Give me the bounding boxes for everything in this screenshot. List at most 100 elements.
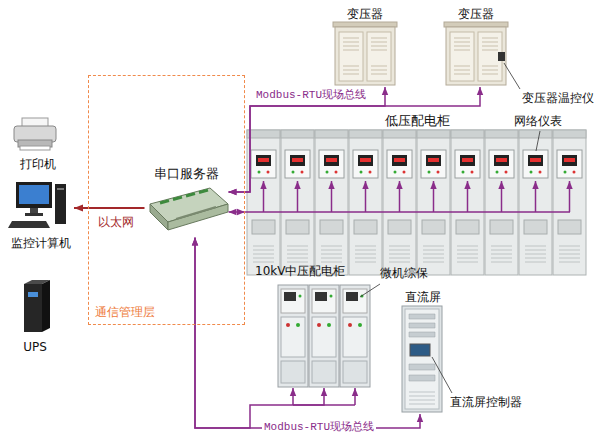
callout-holder: 网络仪表: [514, 114, 562, 128]
cabinet-vents: [409, 392, 435, 404]
meter-wire: [535, 181, 537, 212]
node-label: 直流屏: [405, 290, 441, 304]
node-label: 通信管理层: [95, 305, 155, 319]
keyboard: [8, 221, 50, 228]
cabinet-wire: [292, 388, 294, 405]
device-node: 监控计算机: [8, 178, 74, 252]
medium-voltage-cabinet: [309, 285, 339, 387]
bus-connector: [229, 87, 481, 192]
breaker-rows: [409, 364, 435, 381]
dc-screen-cabinet: [402, 306, 442, 412]
computer-icon: [8, 182, 66, 228]
node-label: 变压器: [458, 7, 494, 21]
leader-line: [360, 284, 380, 297]
cabinet-group-node: 10kV中压配电柜: [252, 264, 376, 388]
meter-bus: [245, 181, 570, 212]
callout-holder: 微机综保: [380, 266, 428, 280]
meter-wire: [331, 181, 333, 212]
computer-tower: [55, 184, 66, 224]
node-label: 打印机: [20, 157, 56, 171]
bus-connector: [229, 87, 386, 192]
breaker-rows: [409, 314, 435, 337]
leader-line: [504, 63, 520, 89]
cabinet-body: [402, 306, 442, 412]
serial-server-device: [150, 188, 228, 230]
device-node: 串口服务器: [145, 166, 229, 238]
meter-wire: [263, 181, 265, 212]
medium-voltage-cabinet: [340, 285, 370, 387]
ups-front: [24, 284, 42, 332]
bus-label: Modbus-RTU现场总线: [254, 89, 368, 102]
port-row: [176, 207, 216, 219]
low-voltage-cabinet: [349, 130, 382, 275]
terminal-blocks: [160, 190, 208, 203]
medium-voltage-cabinet: [278, 285, 308, 387]
low-voltage-cabinet: [519, 130, 552, 275]
node-label: 变压器: [347, 7, 383, 21]
bus-connector: [74, 207, 145, 209]
meter-wire: [433, 181, 435, 212]
node-label: 串口服务器: [154, 166, 219, 182]
meter-wire: [365, 181, 367, 212]
server-front: [168, 204, 228, 230]
callout-holder: 变压器温控仪: [522, 91, 594, 105]
callout-label: 直流屏控制器: [450, 395, 522, 409]
bus-wire: [245, 211, 570, 213]
bus-connector: [229, 211, 246, 213]
low-voltage-cabinet: [281, 130, 314, 275]
edge-label-holder: Modbus-RTU现场总线: [262, 421, 376, 434]
dc-controller: [410, 344, 430, 356]
device-node: 打印机: [10, 113, 66, 173]
node-label: UPS: [23, 340, 47, 354]
monitor-screen: [19, 185, 49, 204]
monitor-base: [25, 213, 43, 216]
cabinet-group-node: 直流屏: [398, 290, 448, 414]
server-side: [150, 204, 168, 230]
region-box: 串口服务器通信管理层: [88, 75, 245, 325]
low-voltage-cabinet: [485, 130, 518, 275]
low-voltage-cabinet: [247, 130, 280, 275]
bus-label: 以太网: [96, 215, 136, 229]
printer-output: [20, 146, 50, 150]
low-voltage-cabinet: [417, 130, 450, 275]
meter-wire: [569, 181, 571, 212]
meter-wire: [297, 181, 299, 212]
transformer-node: 变压器: [330, 5, 400, 87]
ups-icon: [24, 280, 50, 332]
drive-slot: [57, 188, 64, 190]
ups-side: [42, 280, 50, 332]
leader-line: [432, 357, 452, 393]
callout-label: 微机综保: [380, 266, 428, 280]
cabinet-group-node: 低压配电柜: [245, 113, 590, 278]
ups-display: [28, 292, 38, 297]
low-voltage-cabinet: [451, 130, 484, 275]
callout-holder: 直流屏控制器: [450, 395, 522, 409]
cabinet-wire: [354, 388, 356, 405]
bus-label: Modbus-RTU现场总线: [262, 421, 376, 434]
printer-icon: [14, 118, 56, 150]
callout-label: 网络仪表: [514, 114, 562, 128]
meter-wire: [501, 181, 503, 212]
leader-line: [536, 131, 540, 151]
meter-wire: [399, 181, 401, 212]
node-label: 10kV中压配电柜: [255, 264, 345, 278]
monitor-stand: [30, 208, 38, 213]
node-label: 低压配电柜: [385, 113, 450, 129]
meter-wire: [467, 181, 469, 212]
temperature-controller: [498, 52, 505, 61]
transformer-cabinet: [333, 22, 397, 85]
node-label: 监控计算机: [11, 236, 71, 250]
edge-label-holder: Modbus-RTU现场总线: [254, 89, 368, 102]
low-voltage-cabinet: [315, 130, 348, 275]
low-voltage-cabinet: [553, 130, 586, 275]
device-node: UPS: [12, 276, 58, 356]
callout-label: 变压器温控仪: [522, 91, 594, 105]
transformer-cabinet: [444, 22, 508, 85]
low-voltage-cabinet: [383, 130, 416, 275]
monitor-frame: [16, 182, 52, 208]
edge-label-holder: 以太网: [96, 215, 136, 229]
cabinet-door: [405, 309, 439, 409]
